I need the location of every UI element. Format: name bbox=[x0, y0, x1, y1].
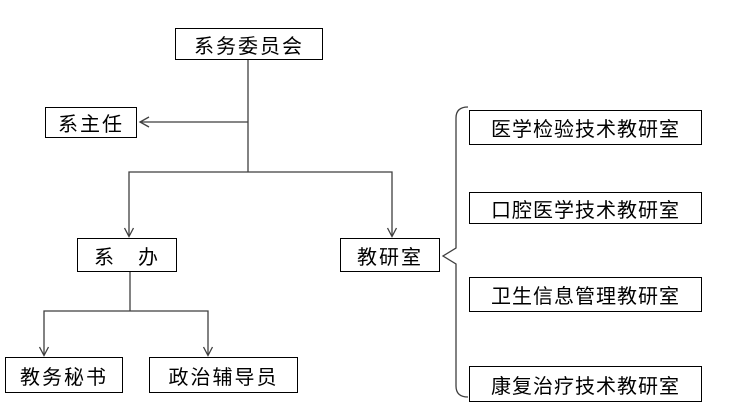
node-committee: 系务委员会 bbox=[175, 28, 323, 60]
node-teaching-research-office: 教研室 bbox=[340, 238, 440, 272]
connector-branch-staff bbox=[43, 310, 209, 355]
arrowhead-teaching-office bbox=[386, 227, 398, 238]
arrowhead-secretary bbox=[38, 346, 50, 357]
node-medical-lab-office: 医学检验技术教研室 bbox=[469, 110, 702, 145]
brace-teaching-offices bbox=[441, 106, 469, 398]
arrowhead-dept-office bbox=[123, 227, 135, 238]
node-health-info-office: 卫生信息管理教研室 bbox=[469, 277, 702, 312]
node-department-office: 系 办 bbox=[77, 238, 177, 272]
node-political-counselor: 政治辅导员 bbox=[149, 357, 298, 393]
node-academic-secretary: 教务秘书 bbox=[5, 357, 123, 393]
node-oral-medicine-office: 口腔医学技术教研室 bbox=[469, 192, 702, 224]
arrowhead-counselor bbox=[202, 346, 214, 357]
node-director: 系主任 bbox=[45, 107, 137, 138]
node-rehab-therapy-office: 康复治疗技术教研室 bbox=[469, 366, 702, 402]
arrowhead-director bbox=[138, 116, 150, 128]
connector-branch-offices bbox=[128, 171, 393, 236]
